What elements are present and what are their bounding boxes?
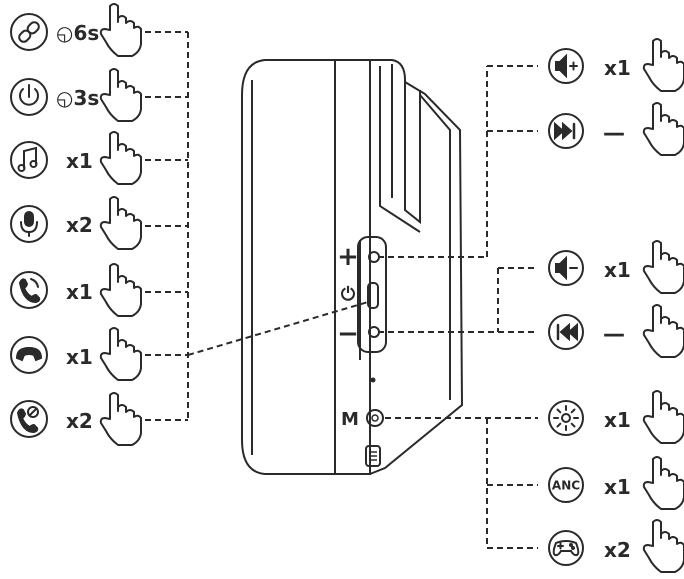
anc-action-label: x1 bbox=[604, 475, 631, 499]
gamepad-icon bbox=[552, 540, 580, 557]
usb-port bbox=[365, 445, 381, 467]
volume-plus-symbol: + bbox=[337, 242, 359, 272]
control-row-previous: — bbox=[548, 304, 684, 358]
connector-lines bbox=[145, 31, 538, 549]
ambient-action-label: x1 bbox=[604, 408, 631, 432]
m-button bbox=[366, 409, 384, 427]
device-controls: + ⏻ − M bbox=[337, 242, 384, 467]
power-slider bbox=[367, 282, 379, 309]
left-controls: ◵6s ◵3s x1 bbox=[10, 3, 142, 446]
link-action-label: ◵6s bbox=[56, 21, 99, 45]
phone-reject-icon bbox=[16, 406, 39, 434]
control-row-answer: x1 bbox=[10, 263, 142, 317]
music-note-icon bbox=[17, 146, 38, 172]
microphone-action-label: x2 bbox=[66, 213, 93, 237]
microphone-icon bbox=[20, 211, 38, 237]
control-row-music: x1 bbox=[10, 131, 142, 185]
answer-action-label: x1 bbox=[66, 280, 93, 304]
anc-icon: ANC bbox=[552, 479, 580, 493]
m-button-label: M bbox=[341, 409, 359, 430]
control-row-gamepad: x2 bbox=[548, 519, 684, 573]
volume-down-action-label: x1 bbox=[604, 258, 631, 282]
phone-answer-icon bbox=[18, 278, 41, 304]
phone-hangup-icon bbox=[15, 346, 43, 362]
next-track-icon bbox=[554, 121, 576, 141]
volume-down-icon bbox=[555, 255, 578, 281]
control-row-microphone: x2 bbox=[10, 196, 142, 250]
power-icon bbox=[19, 84, 39, 106]
control-row-volume-up: x1 bbox=[548, 38, 684, 92]
control-row-volume-down: x1 bbox=[548, 240, 684, 294]
control-row-next: — bbox=[548, 102, 684, 156]
previous-track-icon bbox=[556, 322, 578, 342]
control-row-hangup: x1 bbox=[10, 327, 142, 381]
link-icon bbox=[18, 21, 40, 43]
music-action-label: x1 bbox=[66, 149, 93, 173]
gamepad-action-label: x2 bbox=[604, 538, 631, 562]
right-controls: x1 — x1 bbox=[548, 38, 684, 573]
ambient-mode-icon bbox=[553, 405, 579, 431]
control-row-ambient: x1 bbox=[548, 390, 684, 444]
power-action-label: ◵3s bbox=[56, 86, 99, 110]
control-row-anc: ANC x1 bbox=[548, 456, 684, 510]
power-symbol: ⏻ bbox=[341, 284, 356, 305]
volume-up-action-label: x1 bbox=[604, 56, 631, 80]
minus-button-dot bbox=[368, 326, 380, 338]
previous-action-label: — bbox=[603, 322, 625, 347]
headphone-earcup bbox=[241, 59, 464, 475]
volume-minus-symbol: − bbox=[337, 319, 359, 349]
hangup-action-label: x1 bbox=[66, 345, 93, 369]
control-row-power: ◵3s bbox=[10, 68, 142, 122]
control-row-reject: x2 bbox=[10, 392, 142, 446]
mic-hole bbox=[370, 377, 376, 383]
plus-button-dot bbox=[368, 251, 380, 263]
volume-up-icon bbox=[555, 53, 578, 79]
reject-action-label: x2 bbox=[66, 409, 93, 433]
control-row-link: ◵6s bbox=[10, 3, 142, 57]
next-action-label: — bbox=[603, 121, 625, 146]
